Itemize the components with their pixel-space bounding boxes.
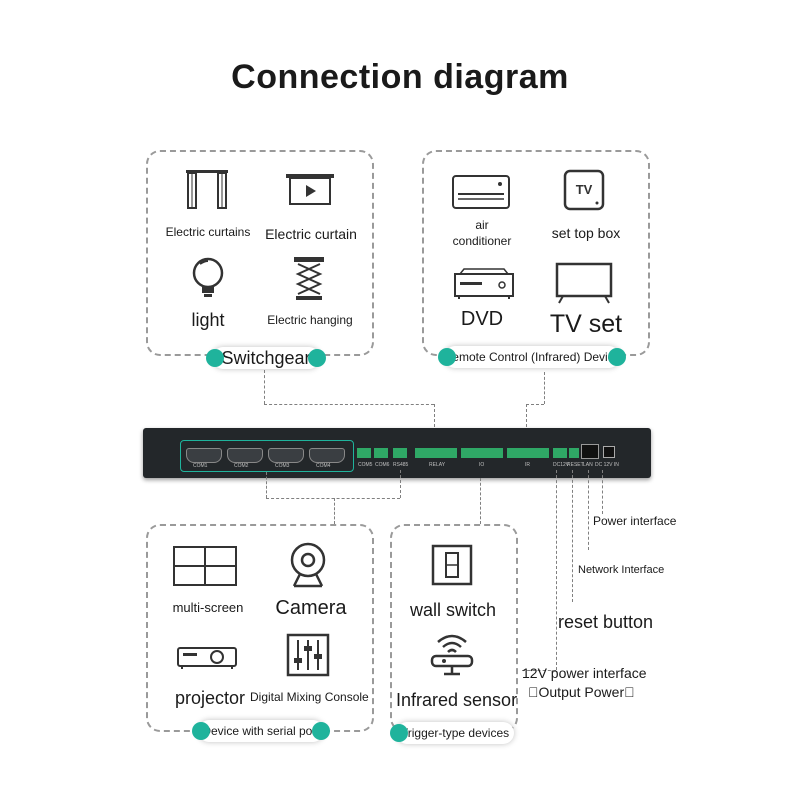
remote-item-label: air conditioner	[452, 218, 512, 248]
tv-icon	[555, 262, 613, 304]
switchgear-item-label: light	[191, 310, 225, 330]
tv-box-icon: TV	[563, 169, 605, 211]
connector-line	[334, 498, 335, 524]
power-12v-callout: 12V power interface	[522, 665, 647, 681]
badge-dot	[308, 349, 326, 367]
output-power-callout:  Output Power 	[528, 684, 635, 700]
com-port	[309, 448, 345, 463]
serial-badge: Device with serial port	[192, 720, 330, 742]
infrared-sensor-icon	[430, 634, 474, 676]
camera-icon	[290, 542, 326, 588]
connector-line	[434, 404, 435, 442]
connector-line	[400, 470, 401, 498]
terminal-label: DC12V	[553, 462, 570, 468]
port-label: COM3	[275, 463, 290, 469]
com-port	[268, 448, 304, 463]
terminal-label: COM5	[358, 462, 373, 468]
trigger-item-label: wall switch	[409, 600, 497, 620]
mixer-icon	[286, 633, 330, 677]
terminal-block	[374, 448, 388, 458]
trigger-badge-label: Trigger-type devices	[400, 726, 510, 740]
connector-line	[266, 472, 267, 498]
badge-dot	[312, 722, 330, 740]
terminal-block	[553, 448, 567, 458]
trigger-item-label: Infrared sensor	[396, 690, 518, 710]
dc-power-jack[interactable]	[603, 446, 615, 458]
video-wall-icon	[173, 546, 237, 586]
switchgear-item-label: Electric curtain	[265, 226, 357, 242]
terminal-label: IR	[525, 462, 530, 468]
terminal-label: COM6	[375, 462, 390, 468]
badge-dot	[390, 724, 408, 742]
terminal-block	[357, 448, 371, 458]
terminal-label: RELAY	[429, 462, 446, 468]
remote-item-label: DVD	[460, 308, 504, 330]
connector-line	[588, 470, 589, 550]
power-interface-callout: Power interface	[593, 514, 677, 528]
switchgear-badge: Switchgear	[206, 347, 326, 369]
terminal-label: LAN	[583, 462, 593, 468]
reset-button-callout: reset button	[558, 612, 654, 632]
wall-switch-icon	[431, 544, 473, 586]
connector-line	[264, 370, 265, 404]
connector-line	[266, 498, 400, 499]
badge-dot	[206, 349, 224, 367]
connector-line	[522, 670, 556, 671]
badge-dot	[438, 348, 456, 366]
network-interface-callout: Network Interface	[578, 564, 665, 576]
lan-port[interactable]	[581, 444, 599, 459]
com-port	[186, 448, 222, 463]
terminal-label: RESET	[567, 462, 584, 468]
switchgear-item-label: Electric hanging	[267, 313, 353, 327]
remote-badge: Remote Control (Infrared) Device	[438, 346, 626, 368]
terminal-block	[461, 448, 503, 458]
badge-dot	[192, 722, 210, 740]
projector-screen-icon	[286, 174, 334, 205]
air-conditioner-icon	[452, 175, 510, 209]
trigger-badge: Trigger-type devices	[390, 722, 514, 744]
remote-badge-label: Remote Control (Infrared) Device	[443, 350, 621, 364]
remote-item-label: set top box	[551, 225, 621, 241]
connector-line	[544, 372, 545, 404]
projector-icon	[177, 647, 237, 669]
connector-line	[572, 470, 573, 602]
page-title: Connection diagram	[231, 58, 569, 96]
terminal-block	[415, 448, 457, 458]
curtain-icon	[186, 170, 228, 209]
terminal-block	[393, 448, 407, 458]
serial-badge-label: Device with serial port	[202, 724, 320, 738]
terminal-block	[507, 448, 549, 458]
port-label: COM1	[193, 463, 208, 469]
connector-line	[526, 404, 527, 442]
connector-line	[556, 470, 557, 670]
connector-line	[264, 404, 434, 405]
serial-item-label: multi-screen	[172, 600, 244, 615]
scissor-lift-icon	[294, 257, 324, 300]
switchgear-badge-label: Switchgear	[221, 347, 311, 368]
port-label: COM4	[316, 463, 331, 469]
com-port	[227, 448, 263, 463]
serial-item-label: Camera	[275, 597, 347, 619]
port-label: COM2	[234, 463, 249, 469]
svg-text:TV: TV	[576, 182, 593, 197]
light-bulb-icon	[192, 257, 224, 297]
badge-dot	[608, 348, 626, 366]
terminal-label: DC 12V IN	[595, 462, 619, 468]
terminal-label: IO	[479, 462, 485, 468]
serial-item-label: projector	[174, 688, 246, 708]
terminal-label: RS485	[393, 462, 409, 468]
reset-terminal[interactable]	[569, 448, 579, 458]
connector-line	[602, 470, 603, 514]
remote-item-label: TV set	[549, 310, 623, 338]
connector-line	[526, 404, 544, 405]
com-port-group	[180, 440, 354, 472]
serial-item-label: Digital Mixing Console	[250, 690, 369, 704]
switchgear-item-label: Electric curtains	[165, 225, 251, 239]
control-host-device: COM1 COM2 COM3 COM4 COM5 COM6 RS485 RELA…	[143, 428, 651, 478]
connector-line	[480, 478, 481, 524]
dvd-player-icon	[454, 268, 514, 299]
